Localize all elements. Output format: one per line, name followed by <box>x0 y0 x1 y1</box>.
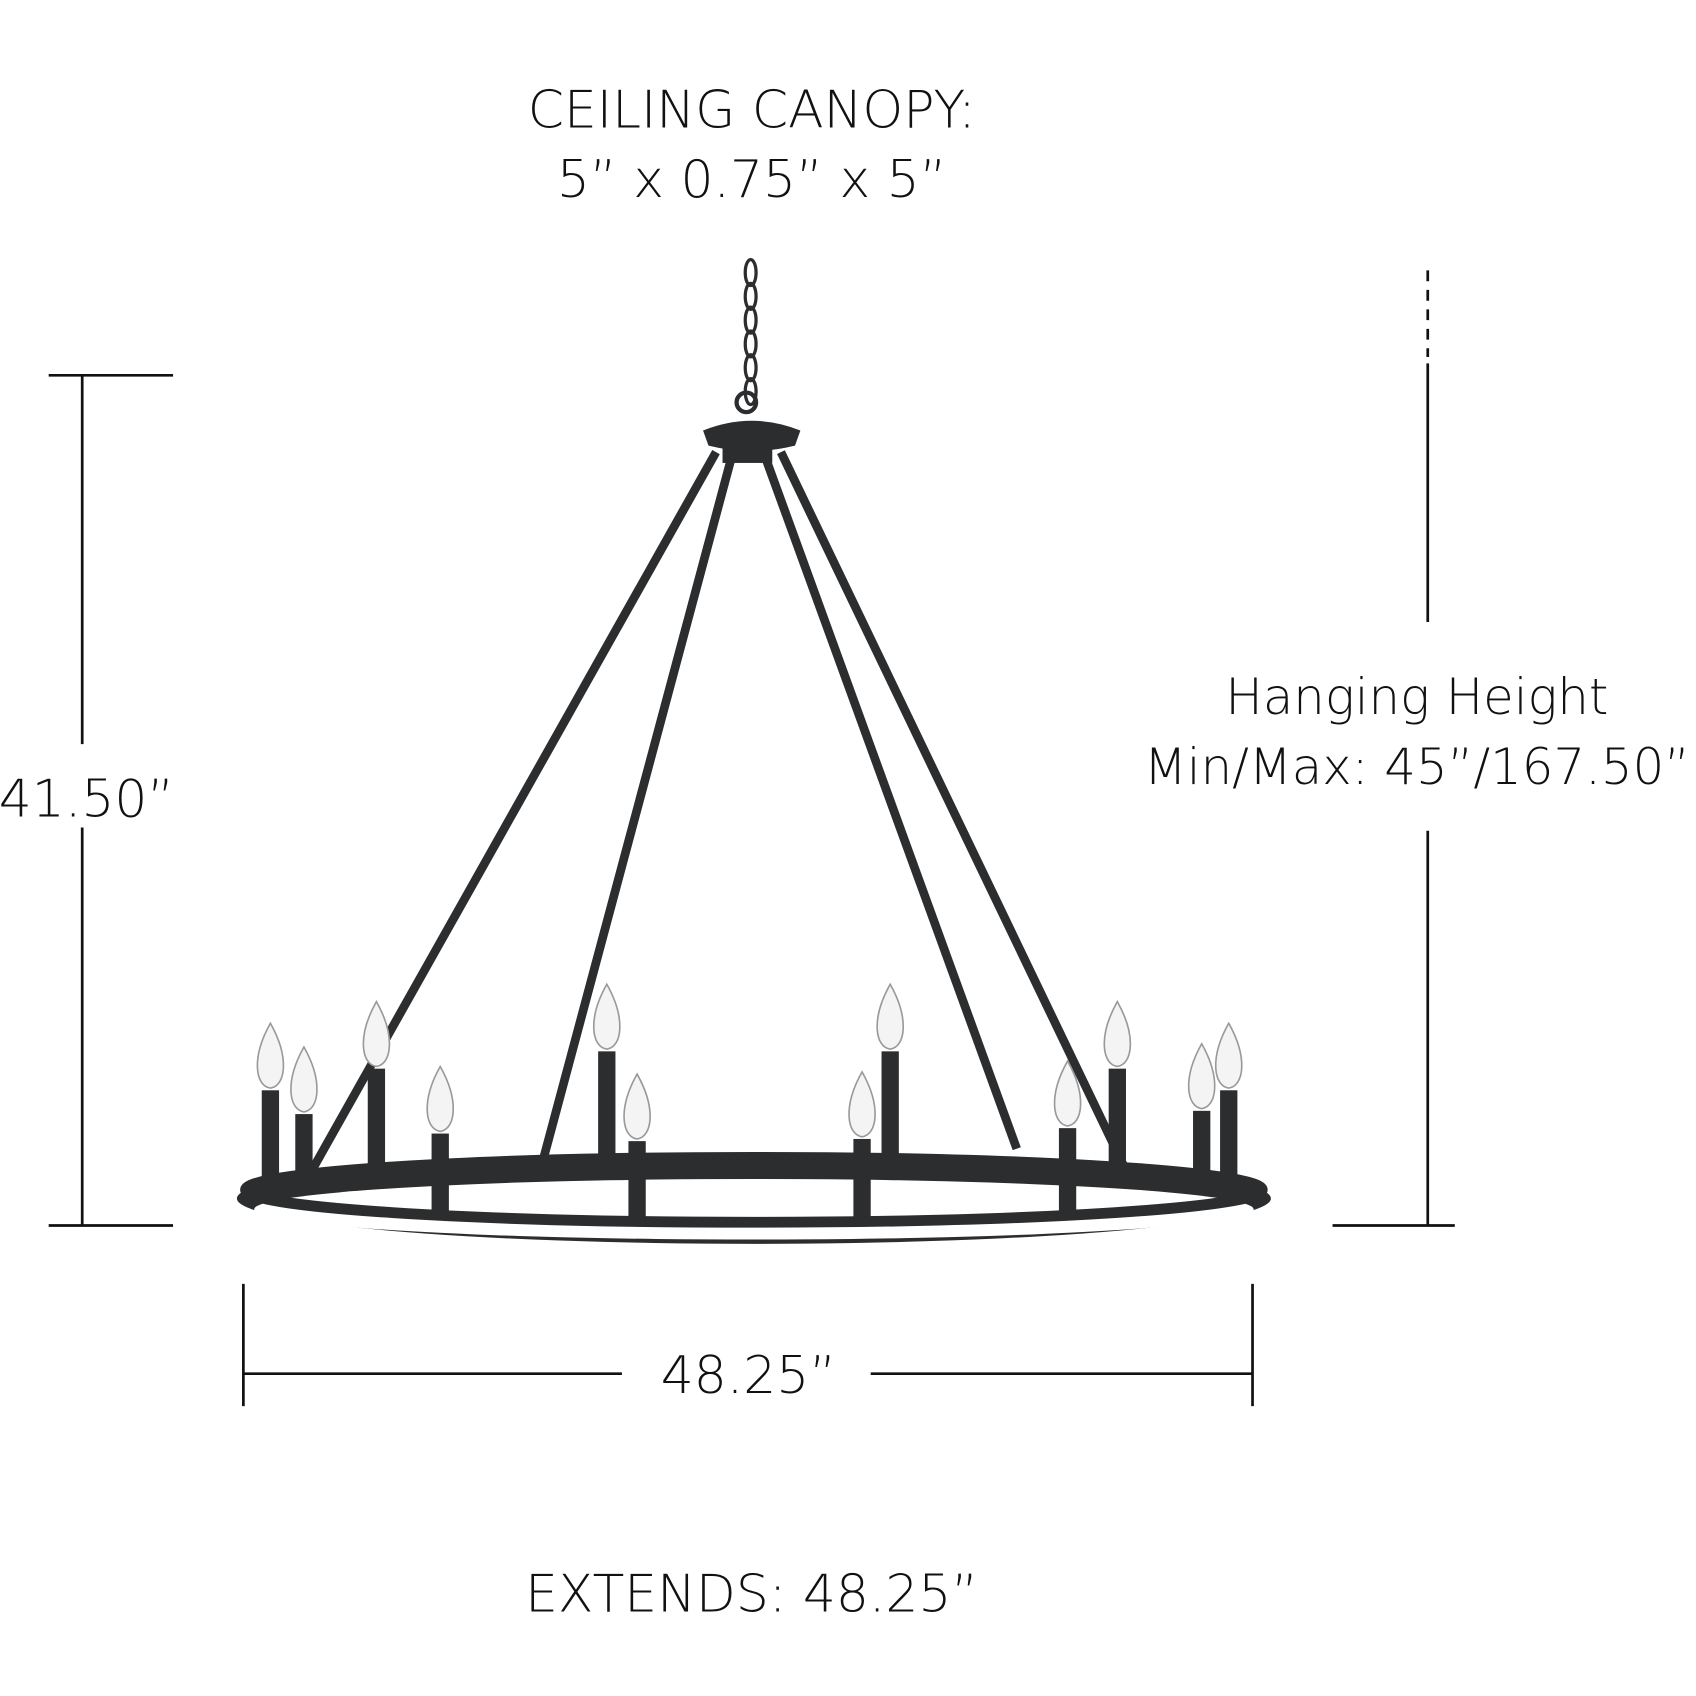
bulb-icon <box>1053 1059 1082 1127</box>
bulb-icon <box>1103 999 1132 1068</box>
candle-sleeve <box>367 1068 386 1171</box>
width-dimension: 48.25” <box>242 1283 1254 1406</box>
chain-link <box>743 257 758 288</box>
bulb-icon <box>290 1045 318 1113</box>
chain-link <box>743 353 758 383</box>
chandelier-illustration <box>236 257 1271 1244</box>
hanging-height-dimension: Hanging Height Min/Max: 45”/167.50” <box>1144 270 1690 1227</box>
support-rod <box>761 457 1021 1151</box>
bulb-icon <box>1214 1021 1243 1089</box>
ring-top-band <box>240 1151 1268 1228</box>
height-label: 41.50” <box>0 770 174 830</box>
bulb-icon <box>1187 1042 1216 1110</box>
bulb-icon <box>362 999 391 1068</box>
support-rod <box>777 450 1129 1171</box>
hanging-height-line2: Min/Max: 45”/167.50” <box>1144 738 1690 796</box>
height-dimension: 41.50” <box>0 373 174 1227</box>
candle-sleeve <box>598 1051 616 1162</box>
bulb-icon <box>848 1070 876 1138</box>
chain-ring <box>734 390 759 415</box>
bulb-icon <box>593 982 621 1051</box>
candle-sleeve <box>1058 1128 1077 1214</box>
chain-link <box>743 305 758 335</box>
width-label: 48.25” <box>661 1346 837 1406</box>
canopy-hub <box>722 443 773 463</box>
bulb-icon <box>426 1064 455 1133</box>
support-rod <box>523 457 736 1218</box>
candle-sleeve <box>431 1133 449 1214</box>
canopy-title: CEILING CANOPY: <box>528 81 976 141</box>
canopy-size: 5” x 0.75” x 5” <box>557 150 947 210</box>
candle-sleeve <box>1220 1090 1238 1182</box>
chain-link <box>743 329 758 359</box>
hanging-height-line1: Hanging Height <box>1225 668 1608 726</box>
candle-sleeve <box>853 1138 871 1223</box>
candle-sleeve <box>295 1114 313 1177</box>
ring-inner <box>254 1178 1254 1240</box>
extends-label: EXTENDS: 48.25” <box>525 1565 978 1625</box>
candle-sleeve <box>881 1051 899 1162</box>
support-rod <box>304 450 720 1179</box>
chain-link <box>743 281 758 311</box>
candle-sleeve <box>1108 1068 1126 1171</box>
bulb-icon <box>623 1072 651 1140</box>
bulb-icon <box>256 1021 285 1089</box>
candle-sleeve <box>1193 1110 1211 1177</box>
candle-sleeve <box>261 1090 280 1182</box>
candle-sleeve <box>628 1141 646 1223</box>
bulb-icon <box>876 982 904 1051</box>
fixture-canopy <box>703 420 801 452</box>
